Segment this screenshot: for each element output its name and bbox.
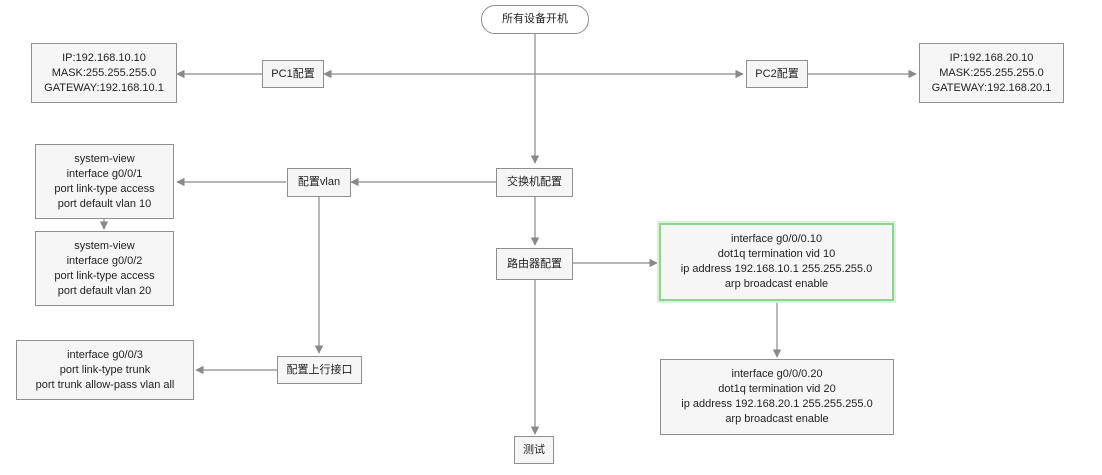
node-vlan2-line: port default vlan 20: [57, 284, 152, 297]
node-sub10-line: interface g0/0/0.10: [730, 233, 823, 245]
node-pc1-info-line: IP:192.168.10.10: [62, 51, 146, 64]
node-vlan1-line: port link-type access: [54, 182, 155, 195]
node-pc1[interactable]: PC1配置: [262, 60, 324, 88]
node-vlan[interactable]: 配置vlan: [287, 168, 351, 197]
node-trunk[interactable]: interface g0/0/3 port link-type trunk po…: [16, 340, 194, 400]
node-sub20-line: ip address 192.168.20.1 255.255.255.0: [681, 398, 873, 410]
node-test-text: 测试: [523, 443, 545, 456]
node-sub10-line: dot1q termination vid 10: [717, 248, 836, 260]
node-router-text: 路由器配置: [507, 257, 562, 270]
node-switch-text: 交换机配置: [507, 176, 562, 188]
node-switch[interactable]: 交换机配置: [496, 168, 573, 197]
node-pc1-text: PC1配置: [271, 67, 315, 80]
node-test[interactable]: 测试: [514, 436, 554, 464]
node-vlan1-line: system-view: [74, 152, 135, 165]
node-pc2-info-line: GATEWAY:192.168.20.1: [931, 81, 1052, 94]
node-trunk-line: port trunk allow-pass vlan all: [35, 378, 175, 391]
node-pc1-info-line: GATEWAY:192.168.10.1: [44, 81, 164, 94]
node-vlan2-line: interface g0/0/2: [66, 254, 143, 267]
node-vlan1[interactable]: system-view interface g0/0/1 port link-t…: [35, 144, 174, 219]
node-vlan-text: 配置vlan: [297, 176, 341, 188]
node-pc2-info-line: IP:192.168.20.10: [949, 51, 1034, 64]
node-trunk-line: interface g0/0/3: [67, 348, 143, 361]
node-sub20-line: dot1q termination vid 20: [718, 383, 836, 395]
node-pc2-info-line: MASK:255.255.255.0: [939, 66, 1044, 79]
node-trunk-line: port link-type trunk: [59, 363, 151, 376]
node-sub20-line: interface g0/0/0.20: [731, 368, 823, 380]
node-sub20[interactable]: interface g0/0/0.20 dot1q termination vi…: [660, 359, 894, 435]
node-sub10-line: ip address 192.168.10.1 255.255.255.0: [680, 263, 873, 275]
node-sub20-line: arp broadcast enable: [725, 413, 829, 425]
node-router[interactable]: 路由器配置: [496, 248, 573, 280]
node-pc1-info[interactable]: IP:192.168.10.10 MASK:255.255.255.0 GATE…: [31, 43, 177, 103]
node-pc2[interactable]: PC2配置: [746, 60, 808, 88]
node-start-text: 所有设备开机: [502, 13, 568, 25]
node-vlan2-line: system-view: [74, 239, 135, 252]
node-vlan1-line: port default vlan 10: [57, 197, 152, 210]
node-vlan1-line: interface g0/0/1: [66, 167, 143, 180]
node-pc2-info[interactable]: IP:192.168.20.10 MASK:255.255.255.0 GATE…: [919, 43, 1064, 103]
node-pc2-text: PC2配置: [755, 67, 799, 80]
node-sub10[interactable]: interface g0/0/0.10 dot1q termination vi…: [659, 223, 894, 301]
node-uplink-text: 配置上行接口: [286, 363, 353, 376]
node-uplink[interactable]: 配置上行接口: [277, 356, 362, 384]
node-vlan2[interactable]: system-view interface g0/0/2 port link-t…: [35, 231, 174, 306]
node-vlan2-line: port link-type access: [54, 269, 155, 282]
node-start[interactable]: 所有设备开机: [481, 5, 589, 34]
node-sub10-line: arp broadcast enable: [724, 278, 829, 290]
node-pc1-info-line: MASK:255.255.255.0: [51, 66, 157, 79]
